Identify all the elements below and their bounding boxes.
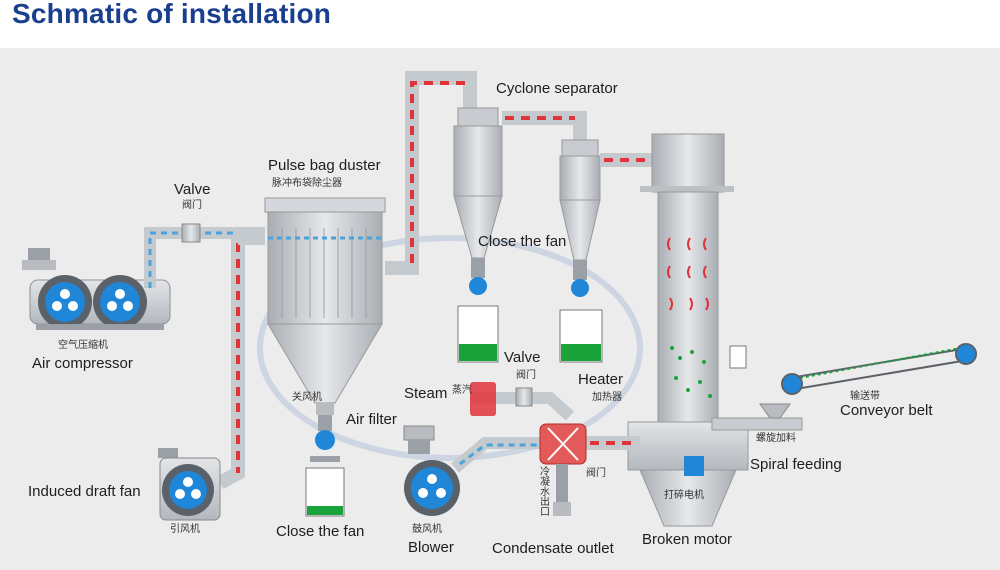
label-broken-motor: Broken motor [642, 531, 732, 548]
label-air-filter: Air filter [346, 411, 397, 428]
air-compressor [22, 248, 171, 330]
label-valve-left-cn: 阀门 [182, 198, 202, 211]
label-valve-small-cn: 阀门 [586, 466, 606, 479]
label-condensate-outlet: Condensate outlet [492, 540, 615, 557]
label-heater: Heater [578, 371, 623, 388]
label-blower-cn: 鼓风机 [412, 522, 442, 535]
label-air-compressor: Air compressor [32, 355, 133, 372]
watermark-logo [257, 235, 643, 461]
label-induced-draft-fan-cn: 引风机 [170, 522, 200, 535]
label-condensate-cn: 冷凝水出口 [538, 465, 550, 516]
cyclone-link-pipe [502, 111, 587, 140]
flash-drying-tower [627, 133, 749, 527]
induced-draft-fan [158, 448, 221, 521]
cyclone-separator-primary [453, 107, 503, 363]
label-close-fan-top: Close the fan [478, 233, 566, 250]
label-heater-cn: 加热器 [592, 390, 622, 403]
label-spiral-feeding: Spiral feeding [750, 456, 842, 473]
compressed-air-pipe [144, 223, 265, 288]
label-broken-motor-cn: 打碎电机 [664, 488, 704, 501]
label-steam-cn: 蒸汽 [452, 383, 472, 396]
label-conveyor-belt-cn: 输送带 [850, 389, 880, 402]
label-pulse-bag-duster: Pulse bag duster [268, 157, 381, 174]
label-pulse-bag-duster-cn: 脉冲布袋除尘器 [272, 176, 342, 189]
spiral-feeder [711, 403, 803, 431]
page-title: Schmatic of installation [12, 0, 332, 29]
label-valve-mid-cn: 阀门 [516, 368, 536, 381]
label-steam: Steam [404, 385, 447, 402]
blower [403, 425, 460, 516]
pulse-bag-duster [264, 197, 386, 415]
installation-schematic: Cyclone separator Pulse bag duster 脉冲布袋除… [22, 71, 977, 557]
label-spiral-feeding-cn: 螺旋加料 [756, 431, 796, 444]
label-cyclone-separator: Cyclone separator [496, 80, 618, 97]
cyclone-separator-secondary [559, 139, 603, 363]
induced-draft-pipe [216, 231, 265, 490]
hot-air-pipe [451, 387, 640, 473]
label-valve-left: Valve [174, 181, 210, 198]
duster-to-cyclone-pipe [385, 71, 477, 275]
conveyor-belt [781, 343, 977, 395]
label-close-fan-cn: 关风机 [292, 390, 322, 403]
label-blower: Blower [408, 539, 454, 556]
label-conveyor-belt: Conveyor belt [840, 402, 933, 419]
label-close-fan-bottom: Close the fan [276, 523, 364, 540]
rotary-valve-and-air-filter [305, 415, 345, 517]
label-induced-draft-fan: Induced draft fan [28, 483, 141, 500]
label-valve-mid: Valve [504, 349, 540, 366]
steam-heater [470, 382, 587, 516]
label-air-compressor-cn: 空气压缩机 [58, 338, 108, 351]
